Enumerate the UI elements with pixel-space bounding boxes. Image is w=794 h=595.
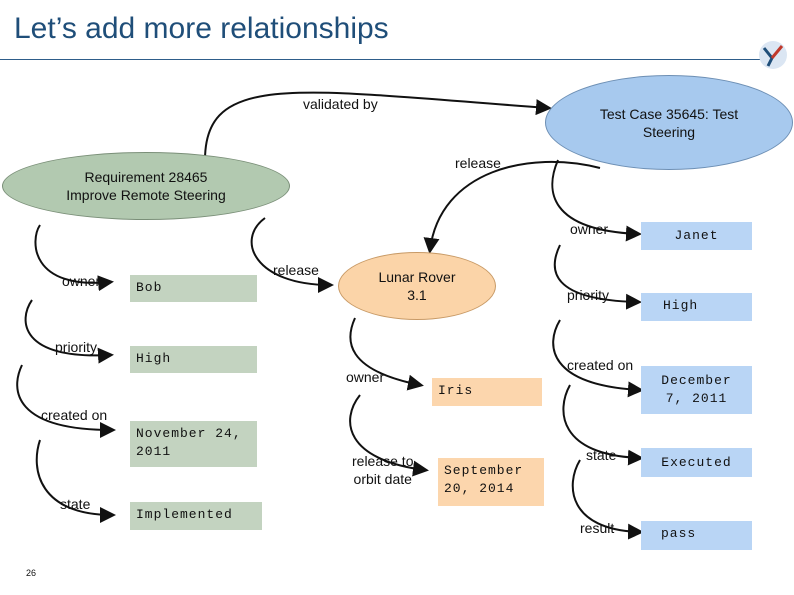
page-number: 26 <box>26 568 37 578</box>
rover-release-label: release to orbit date <box>352 453 414 487</box>
rover-release-value: September 20, 2014 <box>438 458 544 506</box>
req-created-value: November 24, 2011 <box>130 421 257 467</box>
req-owner-label: owner <box>62 273 101 289</box>
rover-owner-value: Iris <box>432 378 542 406</box>
req-priority-value: High <box>130 346 257 373</box>
test-owner-value: Janet <box>641 222 752 250</box>
test-owner-label: owner <box>570 221 609 237</box>
test-priority-value: High <box>641 293 752 321</box>
req-priority-label: priority <box>55 339 98 355</box>
req-owner-value: Bob <box>130 275 257 302</box>
test-priority-label: priority <box>567 287 610 303</box>
requirement-node[interactable]: Requirement 28465 Improve Remote Steerin… <box>2 152 290 220</box>
rover-owner-label: owner <box>346 369 385 385</box>
page-title: Let’s add more relationships <box>14 12 389 45</box>
test-result-label: result <box>580 520 615 536</box>
test-created-label: created on <box>567 357 634 373</box>
lunar-rover-node[interactable]: Lunar Rover 3.1 <box>338 252 496 320</box>
test-state-value: Executed <box>641 448 752 477</box>
req-created-label: created on <box>41 407 108 423</box>
test-case-node[interactable]: Test Case 35645: Test Steering <box>545 75 793 170</box>
title-divider <box>0 59 760 60</box>
logo-icon <box>759 41 787 69</box>
req-state-label: state <box>60 496 91 512</box>
edge-release-top: release <box>455 155 501 171</box>
test-state-label: state <box>586 447 617 463</box>
edge-release-left: release <box>273 262 319 278</box>
req-state-value: Implemented <box>130 502 262 530</box>
test-created-value: December 7, 2011 <box>641 366 752 414</box>
test-result-value: pass <box>641 521 752 550</box>
edge-validated-by: validated by <box>303 96 378 112</box>
